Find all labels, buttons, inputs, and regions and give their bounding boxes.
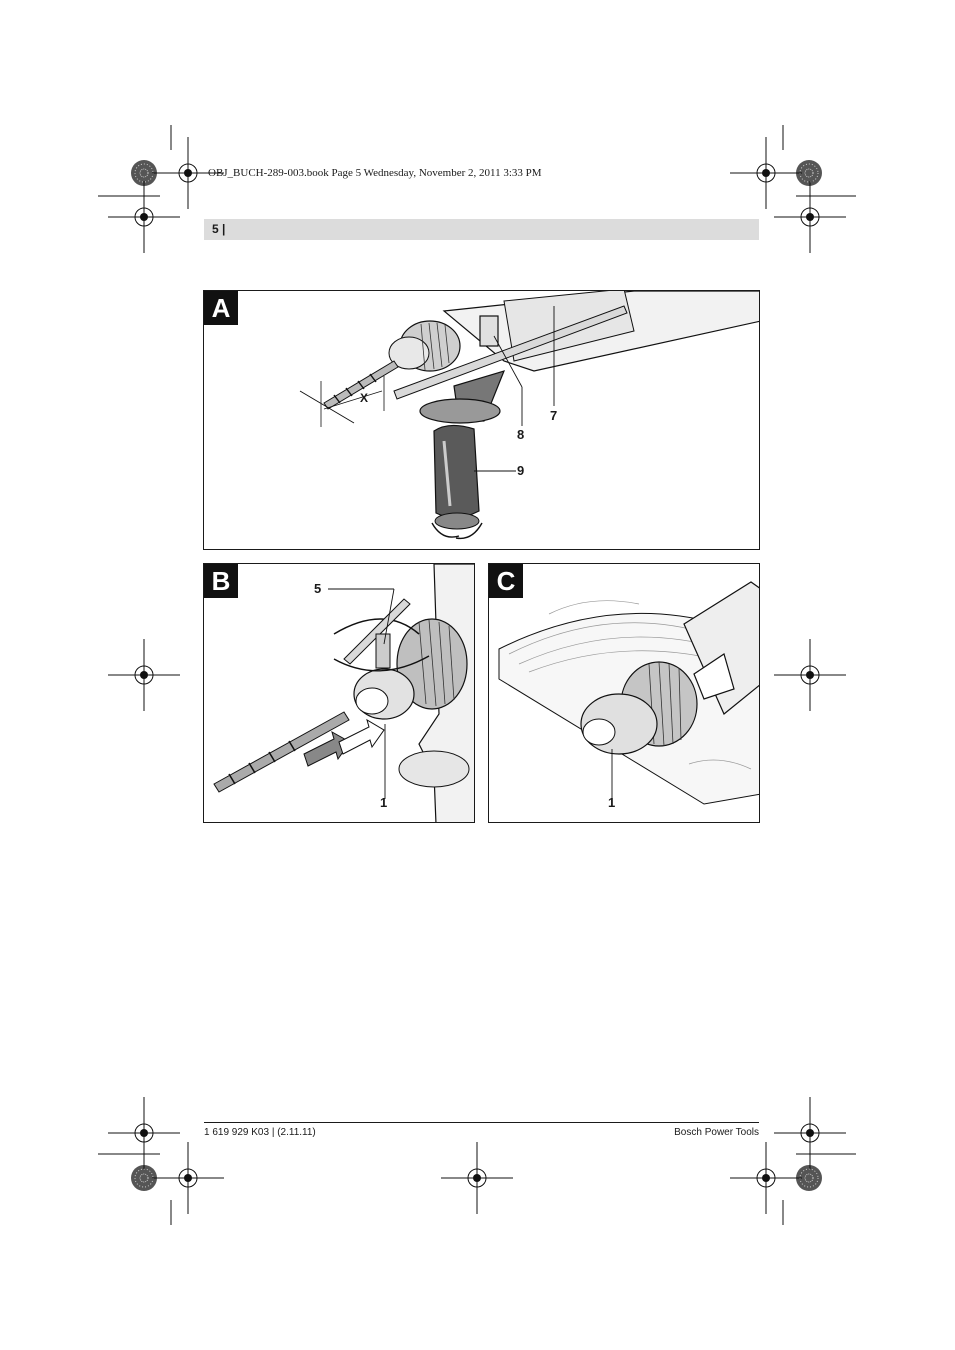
crosshair-icon — [729, 1141, 803, 1215]
callout-1: 1 — [380, 795, 388, 810]
callout-8: 8 — [517, 427, 525, 442]
footer-brand: Bosch Power Tools — [674, 1127, 759, 1138]
keyless-chuck-illustration — [498, 581, 759, 805]
crosshair-icon — [107, 180, 181, 254]
figure-letter: B — [204, 564, 238, 598]
dimension-label-x: X — [360, 391, 369, 405]
figure-a: A — [203, 290, 760, 550]
crosshair-icon — [107, 1096, 181, 1170]
crosshair-icon — [773, 1096, 847, 1170]
callout-5: 5 — [314, 581, 322, 596]
book-info: OBJ_BUCH-289-003.book Page 5 Wednesday, … — [208, 167, 542, 179]
callout-1: 1 — [608, 795, 616, 810]
callout-9: 9 — [517, 463, 525, 478]
crosshair-icon — [773, 180, 847, 254]
figure-letter: A — [204, 291, 238, 325]
figure-letter: C — [489, 564, 523, 598]
crosshair-icon — [107, 638, 181, 712]
drill-side-handle-illustration — [299, 291, 759, 540]
footer-doc-number: 1 619 929 K03 | (2.11.11) — [204, 1127, 316, 1138]
crosshair-icon — [440, 1141, 514, 1215]
crosshair-icon — [773, 638, 847, 712]
page-number: 5 | — [212, 222, 226, 236]
crosshair-icon — [151, 1141, 225, 1215]
figure-b: B 5 1 — [203, 563, 475, 823]
page-header-bar: 5 | — [204, 219, 759, 240]
chuck-key-illustration — [213, 564, 474, 822]
figure-c: C 1 — [488, 563, 760, 823]
footer-rule — [204, 1122, 759, 1123]
crosshair-icon — [729, 136, 803, 210]
callout-7: 7 — [550, 408, 558, 423]
